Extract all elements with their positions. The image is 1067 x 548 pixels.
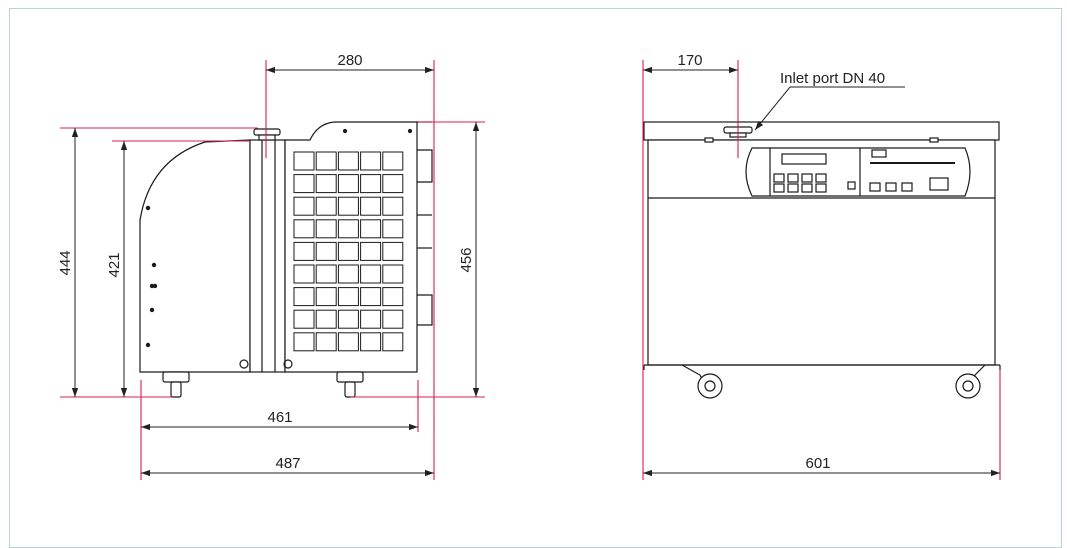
inlet-flange-icon <box>253 128 281 141</box>
vent-cell <box>382 241 404 261</box>
front-top-plate <box>643 121 1000 141</box>
dim-487-label: 487 <box>275 455 300 472</box>
inlet-port-label: Inlet port DN 40 <box>780 70 885 87</box>
vent-cell <box>382 174 404 194</box>
vent-cell <box>293 264 315 284</box>
vent-cell <box>382 332 404 352</box>
caster-wheel-icon <box>681 364 986 399</box>
side-center-column <box>249 139 286 373</box>
vent-cell <box>293 196 315 216</box>
vent-cell <box>293 241 315 261</box>
vent-cell <box>337 241 359 261</box>
vent-cell <box>337 174 359 194</box>
vent-cell <box>315 264 337 284</box>
vent-cell <box>293 332 315 352</box>
vent-cell <box>293 174 315 194</box>
vent-cell <box>337 332 359 352</box>
vent-cell <box>360 332 382 352</box>
inlet-leader-line <box>754 86 905 131</box>
vent-cell <box>382 287 404 307</box>
vent-cell <box>382 196 404 216</box>
dim-421-label: 421 <box>106 252 123 277</box>
front-extension-lines <box>642 60 1001 480</box>
vent-cell <box>293 309 315 329</box>
dim-601-label: 601 <box>805 455 830 472</box>
vent-cell <box>293 219 315 239</box>
vent-cell <box>315 196 337 216</box>
vent-cell <box>382 264 404 284</box>
vent-cell <box>360 264 382 284</box>
vent-cell <box>293 287 315 307</box>
vent-cell <box>337 196 359 216</box>
dim-461-label: 461 <box>267 409 292 426</box>
dimension-drawing: 280 444 421 456 461 487 <box>57 52 1001 480</box>
side-housing-left <box>139 139 251 373</box>
vent-cell <box>315 219 337 239</box>
front-dimension-lines <box>643 66 1000 477</box>
vent-cell <box>360 196 382 216</box>
dim-444-label: 444 <box>57 250 74 275</box>
vent-cell <box>360 309 382 329</box>
side-dimension-lines <box>71 66 480 477</box>
vent-cell <box>360 287 382 307</box>
caster-wheel-icon <box>162 371 364 398</box>
vent-cell <box>315 151 337 171</box>
vent-grid <box>293 151 404 352</box>
vent-cell <box>315 174 337 194</box>
vent-cell <box>360 219 382 239</box>
vent-cell <box>360 151 382 171</box>
control-panel <box>745 147 971 197</box>
vent-cell <box>315 309 337 329</box>
vent-cell <box>337 151 359 171</box>
vent-cell <box>382 309 404 329</box>
vent-cell <box>337 309 359 329</box>
dim-170-label: 170 <box>677 52 702 69</box>
dim-456-label: 456 <box>458 247 475 272</box>
vent-cell <box>315 332 337 352</box>
vent-cell <box>315 287 337 307</box>
vent-cell <box>360 174 382 194</box>
side-view <box>139 121 433 373</box>
vent-cell <box>382 151 404 171</box>
side-housing-right <box>284 121 418 373</box>
front-view <box>643 121 1001 370</box>
vent-cell <box>382 219 404 239</box>
vent-cell <box>315 241 337 261</box>
vent-cell <box>293 151 315 171</box>
vent-cell <box>337 287 359 307</box>
vent-cell <box>360 241 382 261</box>
vent-cell <box>337 264 359 284</box>
dim-280-label: 280 <box>337 52 362 69</box>
vent-cell <box>337 219 359 239</box>
